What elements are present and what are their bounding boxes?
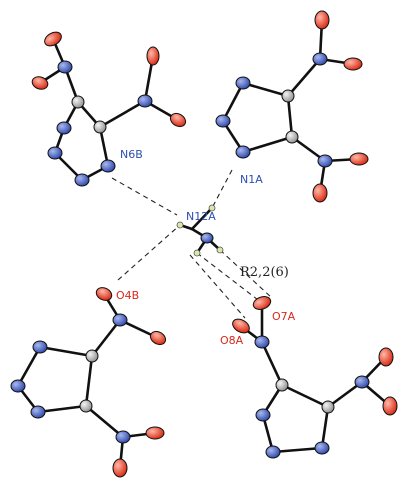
oxygen-atom xyxy=(169,112,187,128)
hbond-o8a xyxy=(189,254,246,319)
oxygen-atom-o4b xyxy=(95,287,113,301)
nitrogen-atom xyxy=(235,76,251,90)
hbond-n6b xyxy=(111,177,178,216)
carbon-atom xyxy=(79,399,93,413)
label-o8a: O8A xyxy=(220,334,244,347)
hydrogen-atom xyxy=(176,221,184,229)
nitrogen-atom xyxy=(56,121,72,135)
nitrogen-atom xyxy=(314,441,330,455)
oxygen-atom xyxy=(312,183,328,203)
oxygen-atom xyxy=(146,46,160,66)
nitrogen-atom xyxy=(74,173,90,187)
nitrogen-atom xyxy=(312,52,328,66)
oxygen-atom xyxy=(149,330,167,346)
carbon-atom xyxy=(285,130,299,144)
oxygen-atom xyxy=(343,57,363,71)
oxygen-atom xyxy=(112,458,128,478)
carbon-atom xyxy=(85,349,99,363)
nitrogen-atom xyxy=(10,379,26,393)
hydrogen-atom xyxy=(208,204,216,212)
hydrogen-atom xyxy=(216,246,224,254)
nitrogen-atom xyxy=(255,408,271,422)
nitrogen-atom xyxy=(235,145,251,159)
hbond-o7a-1 xyxy=(196,252,263,304)
nitrogen-atom xyxy=(317,154,333,168)
label-n1a: N1A xyxy=(240,173,263,186)
oxygen-atom xyxy=(382,396,398,416)
hbond-o7a-2 xyxy=(219,249,273,299)
nitrogen-atom xyxy=(137,94,153,108)
atoms xyxy=(10,10,398,478)
nitrogen-atom xyxy=(47,146,63,160)
oxygen-atom xyxy=(145,426,165,440)
carbon-atom xyxy=(281,89,295,103)
atom-labels: N6B N1A N12A O4B O7A O8A R2,2(6) xyxy=(116,148,296,347)
nitrogen-atom xyxy=(115,430,131,444)
nitrogen-atom xyxy=(112,313,128,327)
hbond-n1a xyxy=(211,169,233,209)
label-n6b: N6B xyxy=(120,148,143,161)
hbond-o4b xyxy=(117,224,181,281)
nitrogen-atom-n12a xyxy=(200,232,214,244)
ring-motif-label: R2,2(6) xyxy=(240,265,289,280)
carbon-atom xyxy=(321,400,335,414)
oxygen-atom xyxy=(349,152,369,166)
carbon-atom xyxy=(275,378,289,392)
hydrogen-atom xyxy=(193,249,201,257)
carbon-atom xyxy=(71,95,85,109)
oxygen-atom xyxy=(31,76,49,90)
nitrogen-atom xyxy=(100,159,116,173)
nitrogen-atom xyxy=(265,445,281,459)
nitrogen-atom xyxy=(30,405,46,419)
hydrogen-bonds xyxy=(111,169,273,319)
oxygen-atom xyxy=(314,10,330,30)
covalent-bonds xyxy=(16,18,392,470)
label-o7a: O7A xyxy=(272,310,296,323)
oxygen-atom-o8a xyxy=(232,318,250,334)
nitrogen-atom xyxy=(215,114,231,128)
nitrogen-atom xyxy=(32,340,48,354)
label-n12a: N12A xyxy=(186,210,216,223)
oxygen-atom-o7a xyxy=(252,296,272,310)
nitrogen-atom xyxy=(354,375,370,389)
label-o4b: O4B xyxy=(116,289,139,302)
nitrogen-atom xyxy=(254,335,270,349)
carbon-atom xyxy=(93,120,107,134)
oxygen-atom xyxy=(44,31,62,47)
nitrogen-atom xyxy=(57,60,73,74)
oxygen-atom xyxy=(378,347,394,367)
